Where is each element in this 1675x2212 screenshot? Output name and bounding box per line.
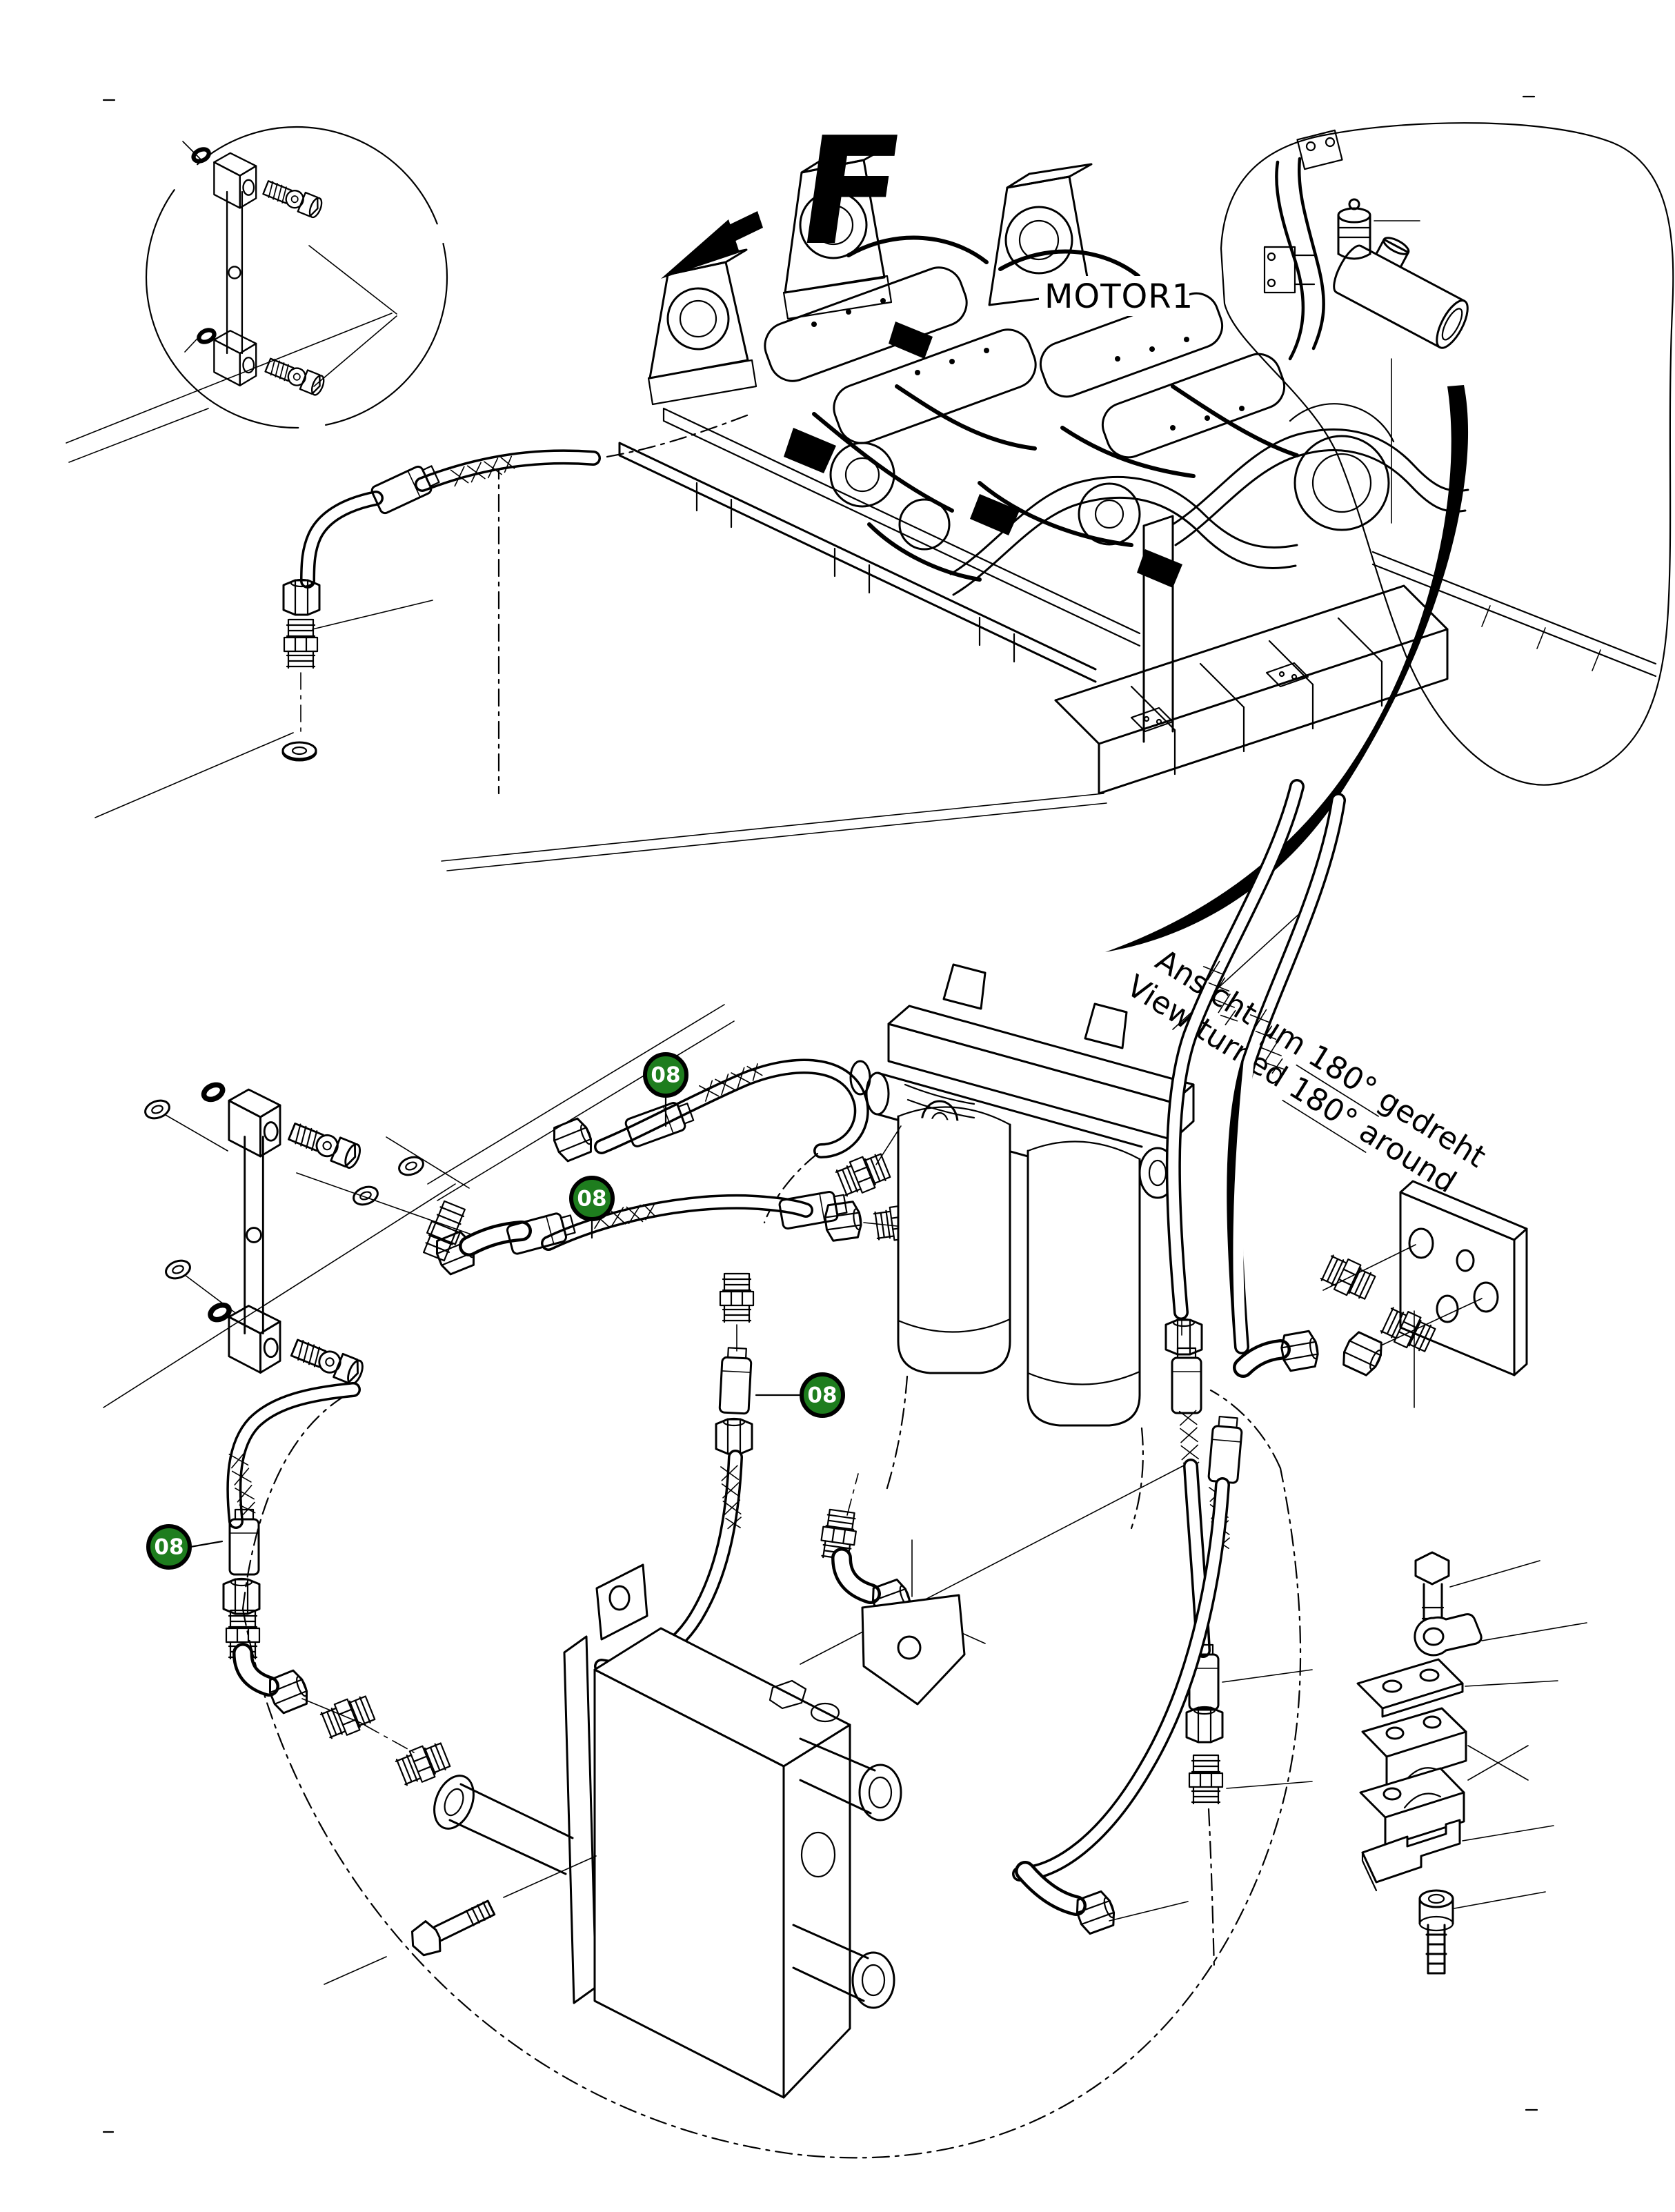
- motor1-text: MOTOR1: [1044, 277, 1193, 316]
- banjo-fitting-detail: [192, 147, 326, 397]
- detail-circle-banjo-fitting: [145, 126, 448, 429]
- part-badges: 08 08 08 08: [146, 1052, 845, 1570]
- washer-flat: [281, 741, 317, 762]
- cooler-mount-tab: [595, 1563, 648, 1641]
- cooler-front-plate: [563, 1635, 597, 2004]
- cooler-body: [593, 1627, 902, 2099]
- view-arrow-icon: [661, 211, 763, 279]
- banjo-assembly-exploded: [141, 1082, 484, 1386]
- hose-1: [548, 1058, 869, 1224]
- match-dash-lines: [241, 413, 1302, 2159]
- cooler-inlet-boss: [433, 1775, 574, 1875]
- cooler-assembly: [324, 1463, 1187, 2099]
- bubble-hoses: [1275, 157, 1325, 361]
- badge-08-4-label: 08: [154, 1535, 184, 1560]
- badge-08-3-label: 08: [807, 1383, 837, 1408]
- view-direction-indicator: F: [661, 105, 914, 279]
- right-hose-leaders: [1109, 1669, 1313, 1922]
- motor1-label: MOTOR1: [1039, 276, 1193, 316]
- engine-rotating-parts: [829, 403, 1395, 551]
- cooler-bolt: [324, 1855, 597, 1985]
- bubble-filter-cup: [1337, 198, 1371, 260]
- clamp-stack: [1356, 1551, 1587, 1975]
- clamp-half-lower: [1359, 1767, 1465, 1848]
- badge-08-4[interactable]: 08: [146, 1524, 192, 1570]
- mounting-plate: [1181, 1180, 1528, 1408]
- engine-piping: [812, 235, 1299, 582]
- bubble-bracket: [1263, 129, 1343, 294]
- hoses-right-long: [1012, 779, 1346, 1969]
- badge-08-2[interactable]: 08: [569, 1176, 615, 1221]
- detail-leader-lines: [182, 141, 397, 387]
- engine-shadow-patches: [784, 322, 1182, 588]
- clamp-socket-screw: [1418, 1889, 1546, 1975]
- bubble-pump-body: [1333, 237, 1469, 349]
- bracket-plate: [861, 1539, 966, 1706]
- cooler-leader: [800, 1463, 1187, 1665]
- badge-08-2-label: 08: [577, 1187, 606, 1212]
- view-letter-f: F: [789, 105, 914, 278]
- badge-08-1-label: 08: [651, 1063, 680, 1088]
- construction-lines: [66, 313, 1107, 1408]
- badge-08-1[interactable]: 08: [643, 1052, 688, 1098]
- badge-08-3[interactable]: 08: [800, 1372, 845, 1418]
- hose-2: [431, 1176, 987, 1277]
- clamp-spacer: [1361, 1819, 1554, 1892]
- skid-frame: [618, 407, 1657, 795]
- note-line-german: Ansicht um 180° gedreht: [1149, 942, 1491, 1175]
- bubble-leader-lines: [1374, 220, 1420, 524]
- banjo-axis-lines: [165, 1114, 484, 1313]
- clamp-tab-washer: [1414, 1613, 1587, 1657]
- hose-upper-left: [281, 449, 601, 762]
- clamp-plate: [1356, 1658, 1558, 1718]
- engine-rocker-covers: [764, 266, 1286, 459]
- engine-bolt-dots: [811, 298, 1245, 431]
- detail-bubble-pump: [1220, 122, 1674, 786]
- engine-assembly: [618, 146, 1657, 795]
- hose-4-left: [222, 1382, 453, 1789]
- corner-registration-marks: [102, 95, 1538, 2133]
- clamp-half-upper: [1361, 1707, 1467, 1787]
